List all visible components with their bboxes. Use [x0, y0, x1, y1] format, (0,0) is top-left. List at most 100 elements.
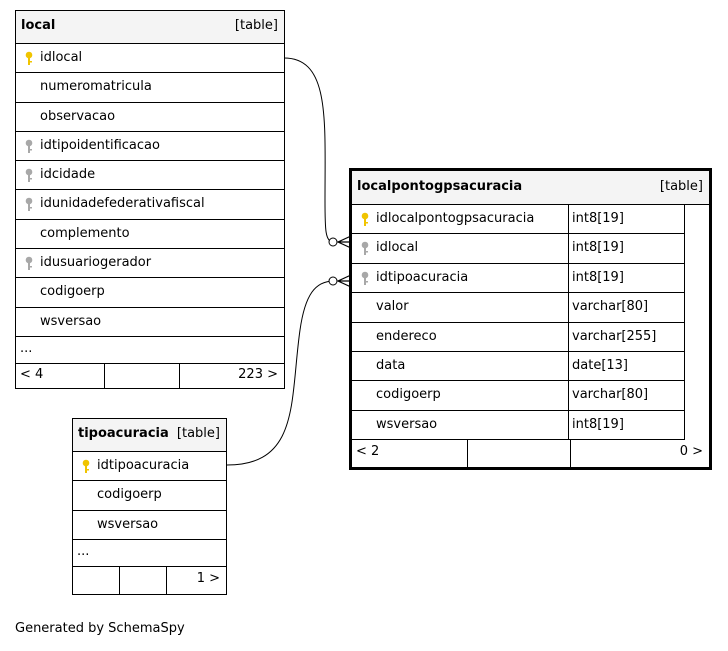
column-row[interactable]: codigoerp: [73, 481, 226, 511]
children-count[interactable]: 1 >: [196, 570, 220, 586]
column-name: wsversao: [40, 313, 102, 329]
column-type: int8[19]: [572, 269, 624, 285]
column-type: date[13]: [572, 357, 628, 373]
column-type: varchar[80]: [572, 387, 649, 403]
column-row[interactable]: complemento: [16, 220, 284, 250]
table-header[interactable]: localpontogpsacuracia [table]: [352, 171, 709, 205]
foreign-key-icon: [25, 139, 33, 153]
table-name: local: [21, 18, 56, 33]
column-type-cell: varchar[80]: [568, 381, 709, 410]
column-type: varchar[80]: [572, 299, 649, 315]
scroll-strip[interactable]: [684, 351, 709, 382]
column-row[interactable]: wsversao int8[19]: [352, 410, 709, 441]
table-header[interactable]: tipoacuracia [table]: [73, 419, 226, 452]
column-row[interactable]: wsversao: [16, 308, 284, 337]
table-name: localpontogpsacuracia: [357, 179, 523, 194]
column-name: idlocalpontogpsacuracia: [376, 211, 535, 226]
column-name: codigoerp: [97, 487, 162, 503]
column-type: varchar[255]: [572, 328, 657, 344]
scroll-strip[interactable]: [684, 410, 709, 441]
column-name: idtipoacuracia: [97, 458, 190, 473]
column-type: int8[19]: [572, 416, 624, 432]
column-row[interactable]: codigoerp: [16, 278, 284, 308]
children-count[interactable]: 223 >: [238, 366, 278, 382]
table-local[interactable]: local [table] idlocal numeromatricula obse…: [15, 10, 285, 389]
relation-crowsfoot: [336, 274, 352, 288]
footer-parents-cell[interactable]: < 4: [16, 363, 105, 388]
relation-optional-marker: [328, 237, 338, 247]
column-name: complemento: [40, 225, 130, 241]
footer-middle-cell: [468, 440, 571, 468]
column-row[interactable]: idcidade: [16, 161, 284, 191]
column-row[interactable]: idlocal: [16, 44, 284, 74]
column-type-cell: int8[19]: [568, 263, 709, 293]
footer-middle-cell: [105, 363, 180, 388]
table-type-label: [table]: [234, 18, 278, 33]
column-name: idunidadefederativafiscal: [40, 196, 205, 212]
foreign-key-icon: [25, 168, 33, 183]
column-name: idcidade: [40, 167, 96, 183]
column-row[interactable]: data date[13]: [352, 351, 709, 382]
column-name: data: [376, 357, 406, 373]
children-count[interactable]: 0 >: [679, 444, 703, 460]
table-localpontogpsacuracia[interactable]: localpontogpsacuracia [table] idlocalpon…: [349, 168, 712, 471]
relation-optional-marker: [328, 276, 338, 286]
column-row[interactable]: idtipoidentificacao: [16, 132, 284, 162]
column-name: idtipoacuracia: [376, 269, 469, 285]
column-name: numeromatricula: [40, 79, 152, 95]
column-row[interactable]: idtipoacuracia: [73, 452, 226, 482]
column-row[interactable]: idunidadefederativafiscal: [16, 190, 284, 220]
scroll-strip[interactable]: [684, 263, 709, 294]
relation-crowsfoot: [336, 235, 352, 249]
column-row[interactable]: idusuariogerador: [16, 249, 284, 279]
column-type: int8[19]: [572, 211, 624, 226]
more-columns-indicator[interactable]: ...: [73, 540, 226, 567]
more-columns-indicator[interactable]: ...: [16, 337, 284, 364]
table-header[interactable]: local [table]: [16, 11, 284, 44]
scroll-strip[interactable]: [684, 293, 709, 323]
column-name: observacao: [40, 108, 116, 124]
column-row[interactable]: wsversao: [73, 511, 226, 540]
foreign-key-icon: [25, 256, 33, 271]
footer-parents-cell[interactable]: < 2: [352, 440, 468, 468]
column-row[interactable]: observacao: [16, 103, 284, 132]
column-type-cell: int8[19]: [568, 410, 709, 440]
footer-parents-cell[interactable]: [73, 566, 120, 594]
column-name: idtipoidentificacao: [40, 137, 160, 153]
column-name: endereco: [376, 328, 437, 344]
scroll-strip[interactable]: [684, 381, 709, 411]
foreign-key-icon: [25, 198, 33, 212]
column-name: idusuariogerador: [40, 255, 152, 271]
column-row[interactable]: idtipoacuracia int8[19]: [352, 263, 709, 294]
column-name: codigoerp: [376, 387, 441, 403]
primary-key-icon: [25, 51, 33, 65]
column-name: wsversao: [97, 516, 159, 532]
scroll-strip[interactable]: [684, 205, 709, 235]
column-name: wsversao: [376, 416, 438, 432]
table-type-label: [table]: [659, 179, 703, 194]
relation-local-to-localpontogpsacuracia: [283, 57, 335, 243]
column-row[interactable]: idlocalpontogpsacuracia int8[19]: [352, 205, 709, 235]
column-type-cell: int8[19]: [568, 205, 709, 234]
scroll-strip[interactable]: [684, 234, 709, 264]
column-type-cell: int8[19]: [568, 234, 709, 263]
column-type-cell: varchar[80]: [568, 293, 709, 322]
parents-count: < 4: [20, 366, 44, 382]
scroll-strip[interactable]: [684, 322, 709, 352]
table-name: tipoacuracia: [78, 426, 169, 441]
column-type-cell: date[13]: [568, 351, 709, 381]
column-type-cell: varchar[255]: [568, 322, 709, 351]
column-row[interactable]: endereco varchar[255]: [352, 322, 709, 352]
table-tipoacuracia[interactable]: tipoacuracia [table] idtipoacuracia codig…: [72, 418, 227, 595]
column-row[interactable]: codigoerp varchar[80]: [352, 381, 709, 411]
primary-key-icon: [361, 212, 369, 226]
footer-middle-cell: [120, 566, 167, 594]
generated-by-label: Generated by SchemaSpy: [15, 621, 185, 636]
column-name: idlocal: [40, 50, 83, 65]
foreign-key-icon: [361, 242, 369, 256]
column-row[interactable]: numeromatricula: [16, 73, 284, 103]
column-type: int8[19]: [572, 240, 624, 256]
